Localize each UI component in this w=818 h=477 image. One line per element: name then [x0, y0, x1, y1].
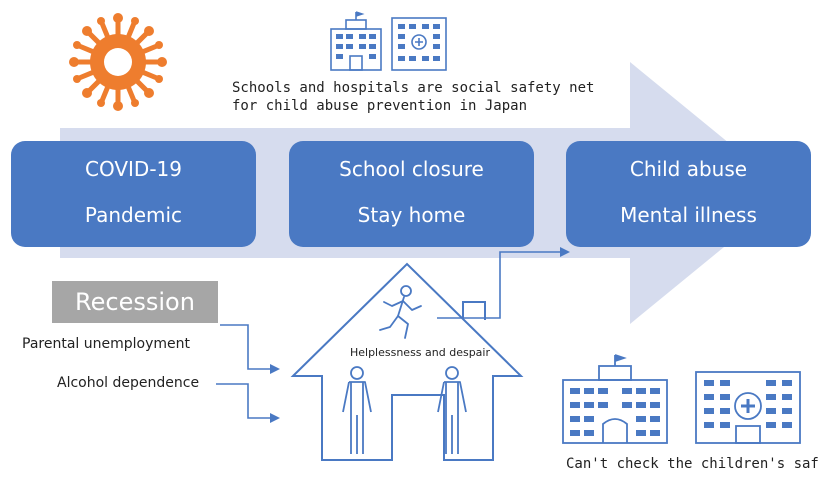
flow-box-line2: Mental illness — [620, 203, 757, 227]
flow-box-line1: Child abuse — [629, 157, 748, 181]
adult-figure-icon — [342, 366, 372, 454]
factor-alcohol-dependence: Alcohol dependence — [57, 375, 200, 391]
factor-parental-unemployment: Parental unemployment — [22, 336, 190, 352]
chimney-shape — [462, 301, 486, 320]
safety-net-text-line2: for child abuse prevention in Japan — [232, 98, 528, 114]
house-icon — [290, 262, 524, 461]
school-icon — [562, 354, 668, 444]
flow-box-school-closure: School closure Stay home — [289, 141, 534, 247]
hospital-icon — [695, 371, 801, 444]
hospital-icon — [391, 17, 447, 71]
house-caption: Helplessness and despair — [349, 346, 491, 359]
footer-caption: Can't check the children's safety — [566, 456, 818, 472]
recession-label: Recession — [52, 281, 218, 323]
flow-box-line2: Pandemic — [84, 203, 183, 227]
alcohol-arrow — [216, 383, 280, 423]
school-icon — [330, 11, 382, 71]
adult-figure-icon — [437, 366, 467, 454]
running-child-icon — [379, 285, 422, 339]
escalation-arrow — [437, 247, 570, 319]
virus-icon — [69, 13, 167, 111]
flow-box-line1: COVID-19 — [84, 157, 182, 181]
unemployment-arrow — [220, 324, 280, 374]
safety-net-text-line1: Schools and hospitals are social safety … — [232, 80, 595, 96]
flow-box-child-abuse: Child abuse Mental illness — [566, 141, 811, 247]
flow-box-line2: Stay home — [357, 203, 466, 227]
flow-box-covid: COVID-19 Pandemic — [11, 141, 256, 247]
flow-box-line1: School closure — [339, 157, 484, 181]
